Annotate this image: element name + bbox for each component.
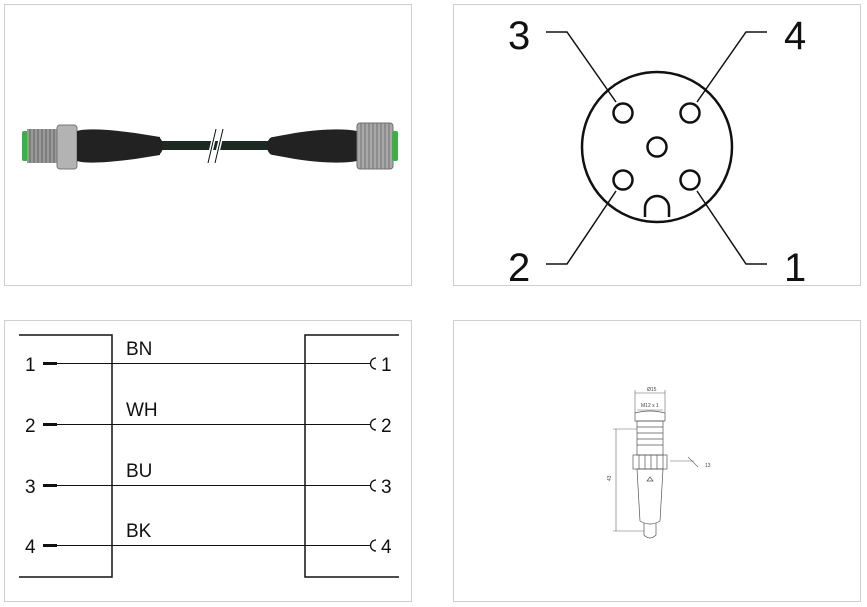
dimension-drawing: Ø15 M12 x 1 13 43 [607,387,711,539]
pin-4 [679,102,701,124]
length-label: 43 [607,475,613,481]
socket-contact-icon [369,539,377,552]
wire-right-pin: 4 [381,537,392,558]
cable-jacket [155,141,275,150]
wire-right-pin: 3 [381,477,392,498]
pin-label-4: 4 [784,14,806,58]
cable-photo-panel [4,4,412,286]
pinout-diagram: 3 4 2 1 [508,14,806,287]
dimension-lines [613,390,699,532]
wire-color-label: BK [126,521,152,542]
pin-label-1: 1 [784,246,806,287]
wiring-diagram: 1 BN 1 2 WH 2 3 BU 3 4 BK [19,334,399,578]
leader-pin-1 [696,190,767,265]
wire-row-1: 1 BN 1 [25,339,392,376]
right-connector-box [304,334,399,578]
pin-label-3: 3 [508,14,530,58]
pin-5-center [646,136,668,158]
connector-face [580,70,734,224]
socket-contact-icon [369,357,377,370]
socket-contact-icon [369,479,377,492]
wrench-size-label: 13 [705,463,711,469]
wire-left-pin: 2 [25,416,36,437]
thread-label: M12 x 1 [641,403,659,409]
wire-left-pin: 4 [25,537,36,558]
connector-outline [632,410,668,539]
pin-2 [612,169,634,191]
wire-color-label: BN [126,339,152,360]
leader-pin-3 [546,31,617,103]
wire-color-label: WH [126,400,158,421]
leader-pin-2 [546,190,617,265]
diameter-label: Ø15 [647,387,657,393]
socket-contact-icon [369,418,377,431]
wire-row-4: 4 BK 4 [25,521,392,558]
wire-row-3: 3 BU 3 [25,461,392,498]
wiring-panel: 1 BN 1 2 WH 2 3 BU 3 4 BK [4,320,412,602]
pin-1 [679,169,701,191]
dimension-panel: Ø15 M12 x 1 13 43 [453,320,861,602]
male-connector [22,124,163,170]
coding-key [643,194,671,217]
wire-left-pin: 1 [25,355,36,376]
wire-left-pin: 3 [25,477,36,498]
wire-right-pin: 2 [381,416,392,437]
female-connector [267,122,398,170]
pin-label-2: 2 [508,246,530,287]
pin-3 [612,102,634,124]
wire-row-2: 2 WH 2 [25,400,392,437]
left-connector-box [19,334,113,578]
leader-pin-4 [696,31,767,103]
cable-illustration [22,122,398,170]
wire-color-label: BU [126,461,152,482]
pinout-panel: 3 4 2 1 [453,4,861,287]
wire-right-pin: 1 [381,355,392,376]
